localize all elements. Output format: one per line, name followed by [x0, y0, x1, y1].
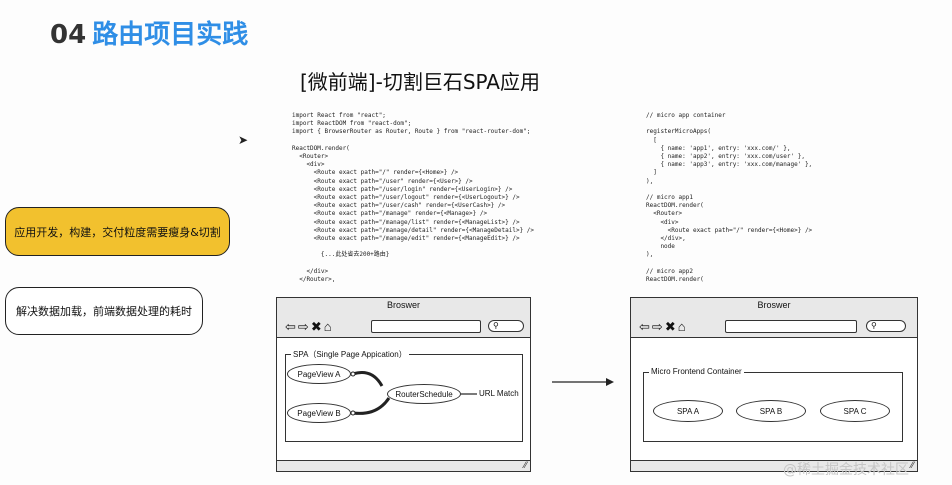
code-line: // micro app container	[646, 112, 726, 119]
code-line: import ReactDOM from "react-dom";	[292, 120, 412, 128]
code-line: </div>	[292, 267, 329, 275]
code-line: ),	[646, 251, 654, 259]
code-line: <div>	[646, 218, 679, 226]
code-line: ReactDOM.render(	[646, 202, 704, 210]
code-line: import React from "react";	[292, 112, 386, 119]
code-line: { name: 'app3', entry: 'xxx.com/manage' …	[646, 161, 813, 169]
code-line: import { BrowserRouter as Router, Route …	[292, 128, 531, 136]
home-icon[interactable]: ⌂	[323, 319, 334, 334]
close-x-icon[interactable]: ✖	[664, 319, 678, 334]
browser-title: Broswer	[757, 300, 791, 310]
code-line: </Router>,	[292, 276, 336, 284]
callout-granularity: 应用开发，构建，交付粒度需要瘦身&切割	[5, 207, 230, 256]
callout-data-loading: 解决数据加载，前端数据处理的耗时	[5, 287, 203, 335]
pageview-b-node: PageView B	[287, 403, 351, 423]
address-bar[interactable]	[725, 320, 857, 333]
spa-b-node: SPA B	[736, 400, 806, 422]
code-line: ReactDOM.render(	[646, 276, 704, 284]
code-line: { name: 'app2', entry: 'xxx.com/user' },	[646, 153, 805, 161]
micro-frontend-frame	[643, 372, 903, 442]
home-icon[interactable]: ⌂	[677, 319, 688, 334]
code-line: <Route exact path="/manage/detail" rende…	[292, 226, 535, 234]
code-line: <Route exact path="/manage/list" render=…	[292, 218, 520, 226]
code-line: <Route exact path="/user/login" render={…	[292, 185, 513, 193]
spa-connector-lines	[350, 371, 477, 416]
micro-frontend-label: Micro Frontend Container	[649, 367, 744, 376]
code-line: <Route exact path="/user" render={<User>…	[292, 177, 473, 185]
code-line: ]	[646, 169, 657, 177]
code-line: <Router>	[646, 210, 683, 218]
watermark: @稀土掘金技术社区	[783, 462, 909, 478]
code-line: {...此处省去200+路由}	[292, 251, 390, 259]
spa-frame-label: SPA（Single Page Appication）	[291, 349, 409, 360]
code-line: <Route exact path="/user/logout" render=…	[292, 194, 520, 202]
code-line: <Route exact path="/manage" render={<Man…	[292, 210, 488, 218]
url-match-label: URL Match	[479, 389, 519, 398]
back-arrow-icon[interactable]: ⇦	[639, 319, 652, 334]
browser-window-micro-frontend: Broswer ⇦⇨✖⌂ ⚲ Micro Frontend Container …	[630, 297, 918, 472]
code-line: registerMicroApps(	[646, 128, 712, 136]
code-line: // micro app2	[646, 267, 693, 275]
search-field[interactable]: ⚲	[866, 320, 906, 332]
mouse-pointer-icon: ➤	[238, 133, 249, 147]
section-number: 04	[50, 20, 87, 50]
search-field[interactable]: ⚲	[488, 320, 524, 332]
resize-handle-icon[interactable]: ⁄⁄	[523, 460, 527, 470]
code-line: { name: 'app1', entry: 'xxx.com/' },	[646, 144, 791, 152]
code-line: node	[646, 243, 675, 251]
resize-handle-icon[interactable]: ⁄⁄	[910, 460, 914, 470]
code-line: <div>	[292, 161, 325, 169]
search-icon: ⚲	[871, 321, 877, 330]
router-schedule-node: RouterSchedule	[387, 384, 461, 404]
address-bar[interactable]	[371, 320, 481, 333]
section-title: 路由项目实践	[92, 20, 249, 50]
code-line: ReactDOM.render(	[292, 144, 350, 152]
code-block-micro-apps: // micro app container registerMicroApps…	[646, 112, 812, 284]
slide-subtitle: [微前端]-切割巨石SPA应用	[300, 70, 540, 94]
forward-arrow-icon[interactable]: ⇨	[651, 319, 665, 334]
code-line: <Route exact path="/" render={<Home>} />	[292, 169, 459, 177]
code-line: </div>,	[646, 235, 686, 243]
search-icon: ⚲	[493, 321, 499, 330]
code-line: <Route exact path="/user/cash" render={<…	[292, 202, 506, 210]
code-line: ),	[646, 177, 654, 185]
close-x-icon[interactable]: ✖	[310, 319, 324, 334]
code-line: <Router>	[292, 153, 329, 161]
spa-a-node: SPA A	[653, 400, 723, 422]
browser-title: Broswer	[386, 300, 420, 310]
code-line: [	[646, 136, 657, 144]
back-arrow-icon[interactable]: ⇦	[285, 319, 298, 334]
browser-window-spa: Broswer ⇦⇨✖⌂ ⚲ SPA（Single Page Appicatio…	[276, 297, 531, 472]
code-line: // micro app1	[646, 194, 693, 202]
code-line: <Route exact path="/" render={<Home>} />	[646, 226, 813, 234]
spa-c-node: SPA C	[820, 400, 890, 422]
code-block-spa-router: import React from "react"; import ReactD…	[292, 112, 534, 284]
forward-arrow-icon[interactable]: ⇨	[297, 319, 311, 334]
code-line: <Route exact path="/manage/edit" render=…	[292, 235, 520, 243]
